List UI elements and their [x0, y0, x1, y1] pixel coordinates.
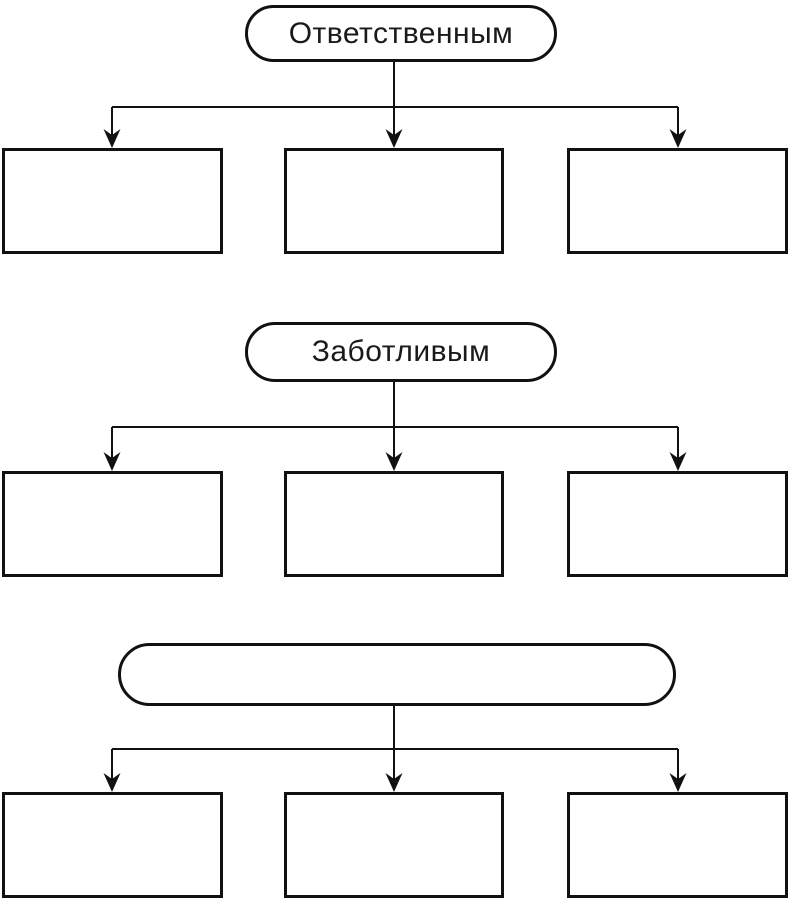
empty-box-section2-right: [567, 471, 788, 577]
arrowhead-icon: [385, 129, 403, 148]
empty-box-section2-left: [2, 471, 223, 577]
empty-box-section3-left: [2, 792, 223, 898]
connector-section-1: [103, 60, 687, 148]
empty-box-section3-right: [567, 792, 788, 898]
empty-box-section1-left: [2, 148, 223, 254]
empty-box-section1-center: [284, 148, 504, 254]
empty-box-section1-right: [567, 148, 788, 254]
pill-otvetstvennym: Ответственным: [245, 5, 557, 62]
empty-box-section3-center: [284, 792, 504, 898]
arrowhead-icon: [669, 452, 687, 471]
pill-zabotlivym: Заботливым: [245, 322, 557, 382]
connector-section-3: [103, 704, 687, 792]
arrowhead-icon: [385, 452, 403, 471]
pill-label: Ответственным: [288, 16, 514, 50]
empty-box-section2-center: [284, 471, 504, 577]
connector-section-2: [103, 380, 687, 471]
arrowhead-icon: [103, 773, 121, 792]
arrowhead-icon: [385, 773, 403, 792]
arrowhead-icon: [669, 773, 687, 792]
pill-empty-wide: [118, 643, 676, 706]
pill-label: Заботливым: [311, 335, 491, 368]
arrowhead-icon: [103, 129, 121, 148]
arrowhead-icon: [669, 129, 687, 148]
arrowhead-icon: [103, 452, 121, 471]
